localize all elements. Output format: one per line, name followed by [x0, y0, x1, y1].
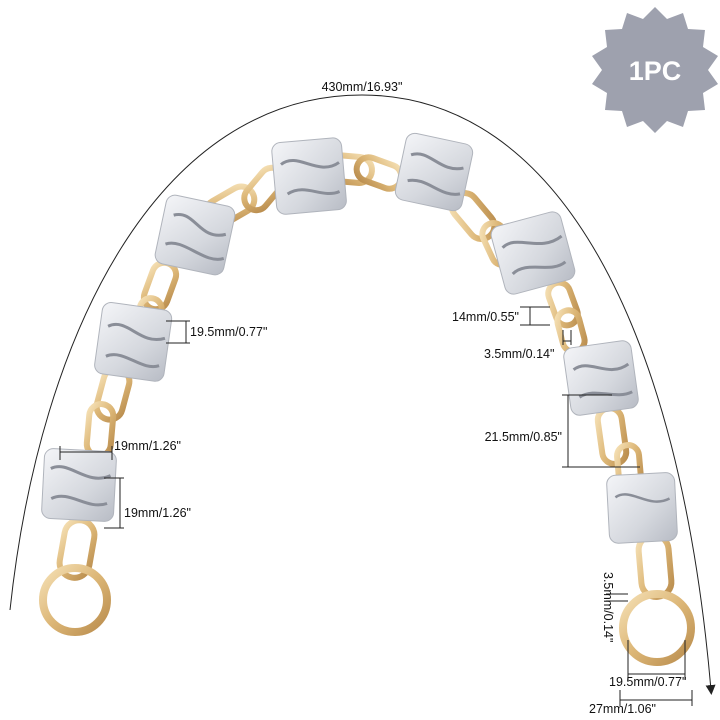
cube-bead: [41, 448, 117, 522]
total-length-arc: [9, 94, 716, 695]
cube-beads: [41, 132, 678, 544]
cube-bead: [606, 472, 678, 544]
link-long-label: 21.5mm/0.85": [485, 430, 562, 444]
chain-link: [545, 279, 581, 329]
quantity-badge: 1PC: [592, 7, 718, 133]
cube-bead: [154, 194, 236, 276]
dimension-link-long: 21.5mm/0.85": [485, 394, 640, 468]
dimension-link-thickness-mid: 3.5mm/0.14": [484, 330, 572, 361]
spring-rings: [39, 564, 695, 666]
ring-outer-label: 27mm/1.06": [589, 702, 656, 716]
bead-gap-left-label: 19.5mm/0.77": [190, 325, 267, 339]
cube-bead: [94, 302, 173, 382]
dimension-link-length: 14mm/0.55": [452, 306, 550, 326]
dimension-bead-width: 19mm/1.26": [59, 439, 181, 460]
dimension-bead-height: 19mm/1.26": [104, 477, 191, 529]
cube-bead: [563, 340, 639, 416]
spring-ring-right: [619, 590, 695, 666]
cube-bead: [394, 132, 474, 212]
dimension-ring-thickness: 3.5mm/0.14": [601, 572, 628, 642]
starburst-badge-shape: [592, 7, 718, 133]
dimension-ring-outer: 27mm/1.06": [589, 690, 693, 716]
link-thickness-mid-label: 3.5mm/0.14": [484, 347, 554, 361]
cube-bead: [490, 211, 576, 295]
chain-link: [594, 405, 630, 467]
dimension-bead-gap-left: 19.5mm/0.77": [166, 320, 267, 344]
ring-thickness-label: 3.5mm/0.14": [601, 572, 615, 642]
link-length-label: 14mm/0.55": [452, 310, 519, 324]
bead-height-label: 19mm/1.26": [124, 506, 191, 520]
bead-width-label: 19mm/1.26": [114, 439, 181, 453]
cube-bead: [271, 137, 347, 215]
total-length-label: 430mm/16.93": [322, 80, 403, 94]
badge-label: 1PC: [629, 56, 682, 86]
dimension-ring-inner: 19.5mm/0.77": [609, 640, 686, 689]
ring-inner-label: 19.5mm/0.77": [609, 675, 686, 689]
spring-ring-left: [39, 564, 111, 636]
chain-link: [635, 532, 675, 600]
